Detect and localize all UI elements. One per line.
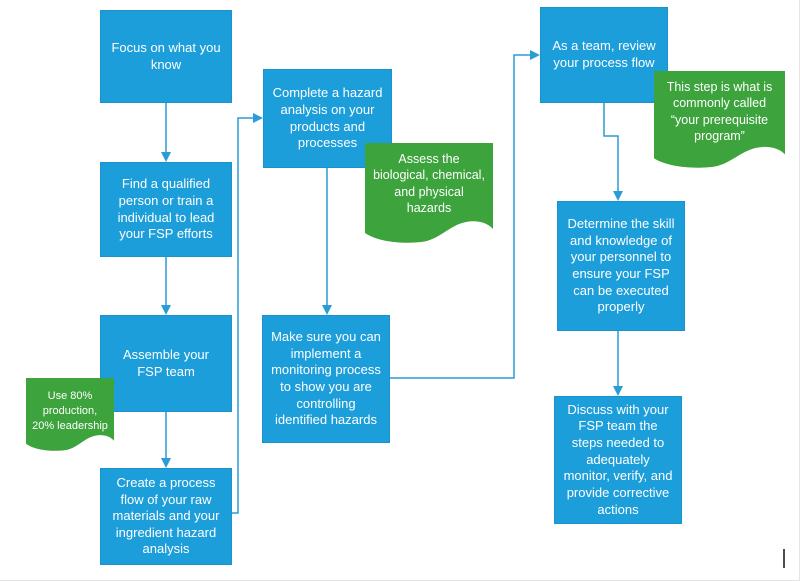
step-assemble-team[interactable]: Assemble your FSP team <box>100 315 232 412</box>
step-focus-label: Focus on what you know <box>111 39 221 72</box>
step-monitoring[interactable]: Make sure you can implement a monitoring… <box>262 315 390 443</box>
callout-hazard-types[interactable]: Assess the biological, chemical, and phy… <box>365 143 493 243</box>
callout-production-split[interactable]: Use 80% production, 20% leadership <box>26 378 114 451</box>
connector-processflow-to-hazard <box>232 117 253 514</box>
wave-shape-icon <box>654 71 785 168</box>
wave-shape-icon <box>26 378 114 451</box>
step-corrective-actions[interactable]: Discuss with your FSP team the steps nee… <box>554 396 682 524</box>
step-review-flow[interactable]: As a team, review your process flow <box>540 7 668 103</box>
step-review-flow-label: As a team, review your process flow <box>552 38 656 70</box>
step-find-person[interactable]: Find a qualified person or train a indiv… <box>100 162 232 257</box>
arrowhead-down <box>161 305 171 315</box>
arrowhead-down <box>613 386 623 396</box>
step-assemble-team-label: Assemble your FSP team <box>123 346 209 379</box>
arrowhead-down <box>161 458 171 468</box>
arrowhead-down <box>322 305 332 315</box>
step-focus[interactable]: Focus on what you know <box>100 10 232 103</box>
callout-prerequisite-program[interactable]: This step is what is commonly called “yo… <box>654 71 785 168</box>
step-monitoring-label: Make sure you can implement a monitoring… <box>271 329 381 428</box>
arrowhead-right <box>530 50 540 60</box>
step-skills-label: Determine the skill and knowledge of you… <box>567 216 675 315</box>
arrowhead-down <box>161 152 171 162</box>
wave-shape-icon <box>365 143 493 243</box>
step-hazard-analysis-label: Complete a hazard analysis on your produ… <box>272 85 383 151</box>
callout-hazard-types-label: Assess the biological, chemical, and phy… <box>373 152 485 215</box>
step-skills[interactable]: Determine the skill and knowledge of you… <box>557 201 685 331</box>
step-process-flow[interactable]: Create a process flow of your raw materi… <box>100 468 232 565</box>
callout-prerequisite-program-label: This step is what is commonly called “yo… <box>666 80 773 143</box>
callout-production-split-label: Use 80% production, 20% leadership <box>32 390 108 432</box>
step-find-person-label: Find a qualified person or train a indiv… <box>117 176 215 242</box>
step-corrective-actions-label: Discuss with your FSP team the steps nee… <box>563 401 673 517</box>
arrowhead-right <box>253 113 263 123</box>
step-process-flow-label: Create a process flow of your raw materi… <box>112 474 220 557</box>
arrowhead-down <box>613 191 623 201</box>
text-cursor <box>783 549 785 568</box>
connector-review-to-skills <box>603 103 619 191</box>
connector-monitoring-to-review <box>390 54 530 379</box>
